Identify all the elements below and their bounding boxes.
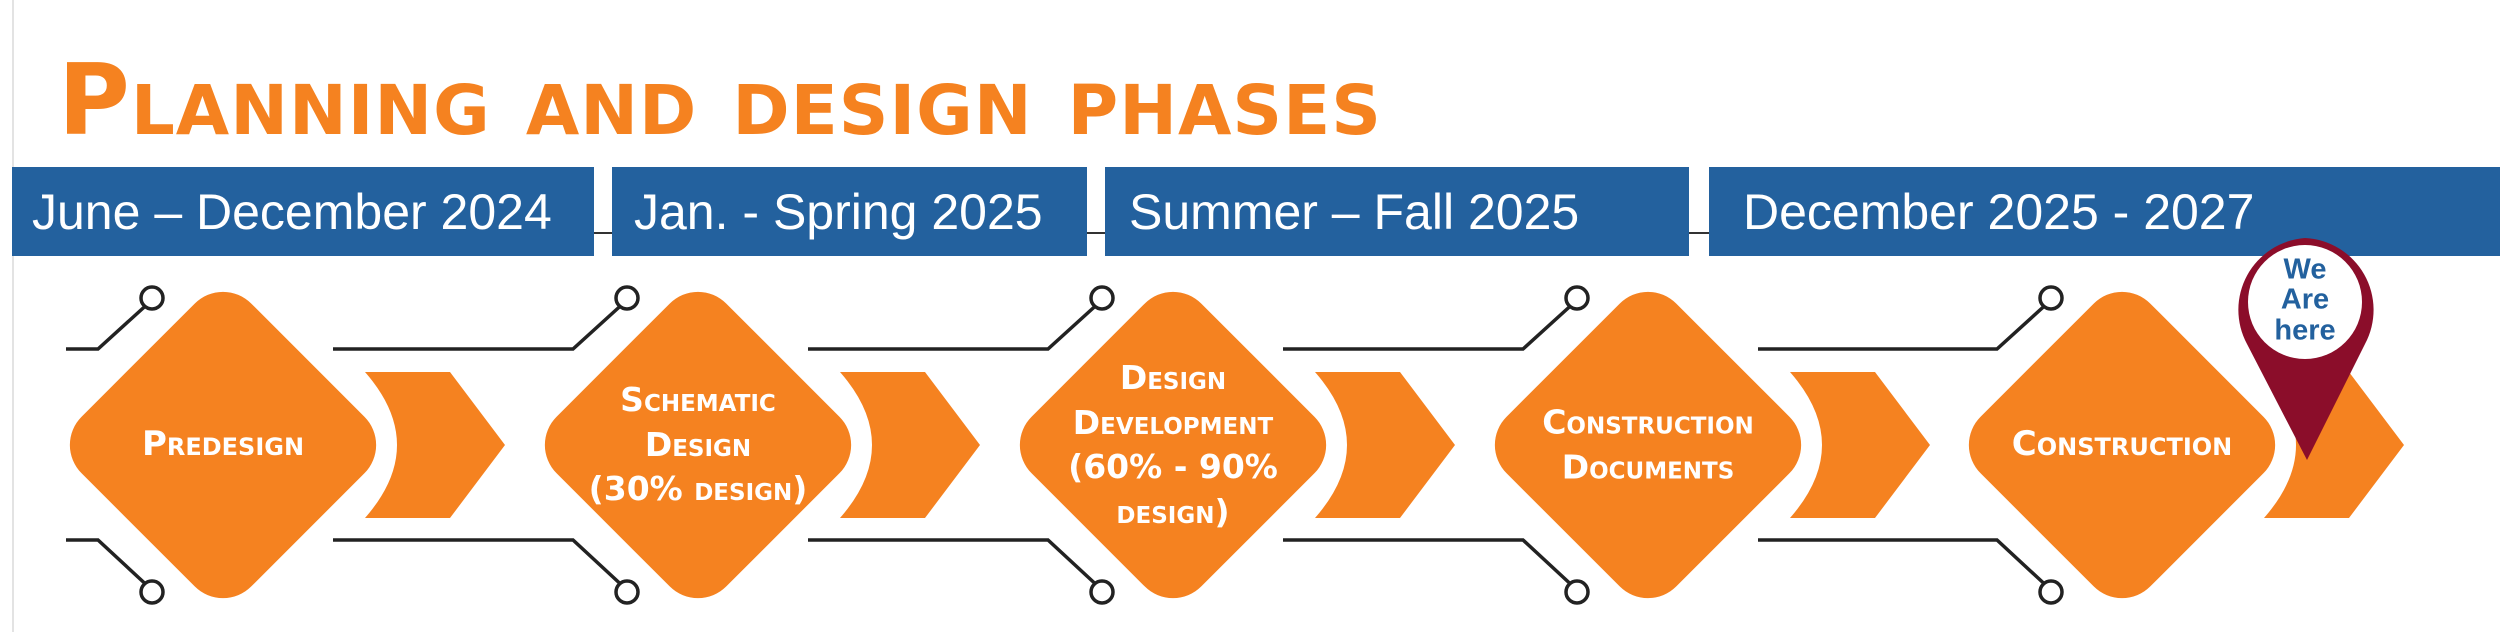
band-connector — [1689, 232, 1709, 234]
chevron-arrow — [840, 372, 980, 518]
phase-diamonds — [69, 291, 2276, 599]
connector-line-top — [1758, 298, 2053, 351]
connector-node-bottom — [139, 579, 165, 605]
timeline-band-4: December 2025 - 2027 — [1709, 167, 2500, 256]
connector-line-bottom — [333, 538, 629, 592]
left-edge-rule — [12, 0, 14, 632]
connector-node-bottom — [1089, 579, 1115, 605]
phase-diamond — [69, 291, 377, 599]
connector-node-top — [1089, 285, 1115, 311]
timeline-band-2: Jan. - Spring 2025 — [612, 167, 1087, 256]
timeline-band-1: June – December 2024 — [12, 167, 594, 256]
phase-diamond — [544, 291, 852, 599]
connector-line-bottom — [66, 538, 154, 592]
phase-diamond — [1968, 291, 2276, 599]
band-connector — [594, 232, 612, 234]
phase-label-construction-documents: Construction Documents — [1542, 402, 1754, 486]
phase-label-schematic-design: Schematic Design (30% design) — [588, 380, 808, 509]
phase-diamond — [1019, 291, 1327, 599]
phase-label-predesign: Predesign — [141, 424, 305, 465]
connector-line-bottom — [808, 538, 1104, 592]
connector-node-bottom — [614, 579, 640, 605]
chevron-arrow — [365, 372, 505, 518]
we-are-here-pin — [2238, 238, 2374, 460]
connector-node-top — [2038, 285, 2064, 311]
connector-line-top — [808, 298, 1104, 351]
phase-diamond — [1494, 291, 1802, 599]
chevron-arrow — [1790, 372, 1930, 518]
pin-inner-circle — [2248, 245, 2362, 359]
connector-line-top — [1283, 298, 1579, 351]
band-connector — [1087, 232, 1105, 234]
connector-node-bottom — [1564, 579, 1590, 605]
connector-lines — [66, 285, 2064, 605]
phase-chevrons — [365, 372, 2404, 518]
connector-line-top — [66, 298, 154, 351]
connector-node-top — [139, 285, 165, 311]
chevron-arrow — [1315, 372, 1455, 518]
connector-line-top — [333, 298, 629, 351]
connector-node-top — [1564, 285, 1590, 311]
page-title: Planning and design phases — [58, 44, 1382, 158]
timeline-band-3: Summer – Fall 2025 — [1105, 167, 1689, 256]
pin-label: We Are here — [2274, 253, 2336, 347]
connector-node-bottom — [2038, 579, 2064, 605]
connector-line-bottom — [1283, 538, 1579, 592]
connector-node-top — [614, 285, 640, 311]
connector-line-bottom — [1758, 538, 2053, 592]
phase-label-construction: Construction — [2011, 424, 2233, 465]
phase-label-design-development: Design Development (60% - 90% design) — [1068, 357, 1278, 531]
